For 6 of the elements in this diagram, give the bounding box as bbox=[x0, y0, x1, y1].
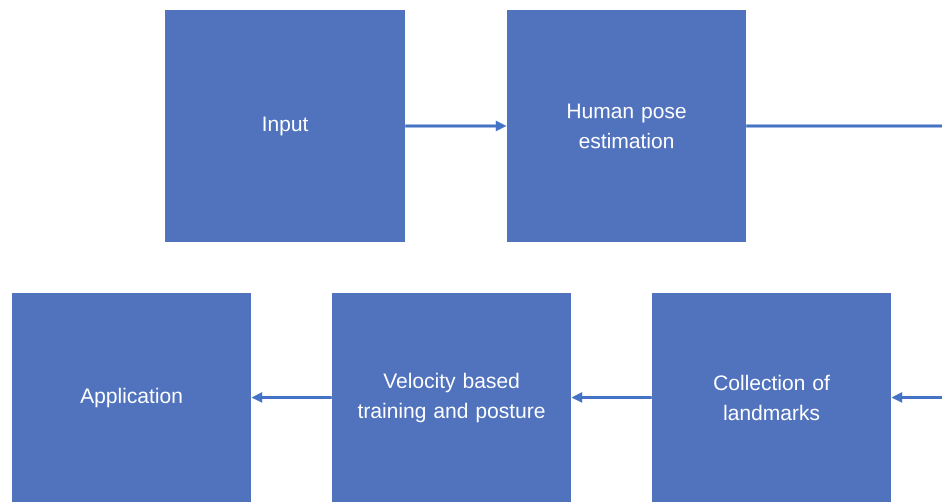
process-box: Input bbox=[165, 10, 405, 242]
process-box: Velocity based training and posture bbox=[332, 292, 571, 502]
process-box: Human pose estimation bbox=[507, 10, 746, 242]
arrow bbox=[746, 124, 942, 403]
process-box: Collection of landmarks bbox=[652, 292, 891, 502]
process-box: Application bbox=[12, 292, 251, 502]
